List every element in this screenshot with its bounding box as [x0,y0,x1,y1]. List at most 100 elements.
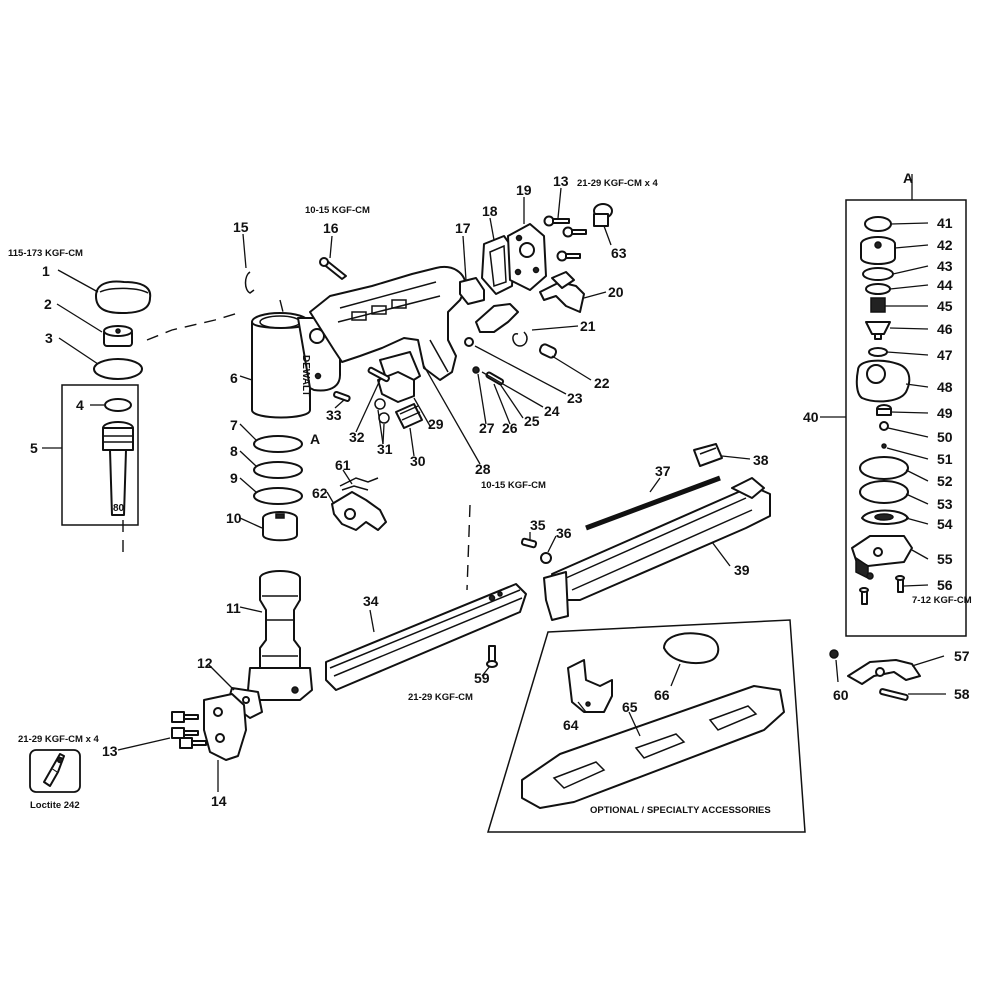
callout-21: 21 [580,318,596,334]
torque-note-part-28: 10-15 KGF-CM [481,480,546,491]
callout-42: 42 [937,237,953,253]
part-48-housing [855,359,911,403]
torque-note-part-16: 10-15 KGF-CM [305,205,370,216]
part-5-group-box [61,384,139,526]
callout-55: 55 [937,551,953,567]
callout-13-top: 13 [553,173,569,189]
part-64-bracket [567,659,613,713]
part-58-pin [879,688,909,701]
part-17-block [459,277,485,305]
part-47-oring [868,347,888,357]
part-43-oring [862,267,894,281]
callout-12: 12 [197,655,213,671]
torque-note-part-1: 115-173 KGF-CM [8,248,83,259]
callout-22: 22 [594,375,610,391]
callout-38: 38 [753,452,769,468]
callout-28: 28 [475,461,491,477]
detail-a-reference: A [310,431,320,447]
part-52-oring [859,456,909,480]
callout-62: 62 [312,485,328,501]
callout-14: 14 [211,793,227,809]
part-11-drive-guide [247,570,313,701]
part-8-oring [253,461,303,479]
part-18-gasket [481,235,515,295]
callout-65: 65 [622,699,638,715]
callout-47: 47 [937,347,953,363]
callout-37: 37 [655,463,671,479]
part-36-nut [540,552,552,564]
part-41-oring [864,216,892,232]
part-16-pin [319,257,347,280]
part-51-ball [881,443,887,449]
part-44-oring [865,283,891,295]
callout-36: 36 [556,525,572,541]
part-13-screws-top [543,215,587,262]
callout-9: 9 [230,470,238,486]
part-15-pin [244,271,255,294]
callout-20: 20 [608,284,624,300]
callout-30: 30 [410,453,426,469]
part-46-valve [865,321,891,340]
part-66-cap [663,632,720,665]
callout-24: 24 [544,403,560,419]
callout-66: 66 [654,687,670,703]
callout-19: 19 [516,182,532,198]
callout-34: 34 [363,593,379,609]
callout-45: 45 [937,298,953,314]
callout-60: 60 [833,687,849,703]
part-50-screw [879,421,889,431]
part-57-latch [847,659,921,685]
callout-11: 11 [226,600,241,616]
callout-23: 23 [567,390,583,406]
part-22-pin [538,343,558,359]
torque-note-part-13-bottom: 21-29 KGF-CM x 4 [18,734,99,745]
callout-8: 8 [230,443,238,459]
part-27-ball [472,366,480,374]
part-45-spring [870,297,886,313]
torque-note-part-56: 7-12 KGF-CM [912,595,972,606]
tool-brand: DEWALT [300,355,311,396]
part-13-screws-bottom [171,711,207,749]
callout-54: 54 [937,516,953,532]
part-49-bushing [876,404,892,416]
assembly-guides [122,299,471,591]
part-62-latch [331,491,387,531]
part-1-cap [95,280,152,314]
callout-48: 48 [937,379,953,395]
part-5-piston: 80 [102,421,134,516]
callout-40: 40 [803,409,819,425]
piston-mark: 80 [113,503,125,514]
part-55-cap [851,535,913,580]
torque-note-part-59: 21-29 KGF-CM [408,692,473,703]
callout-41: 41 [937,215,953,231]
part-35-pin [520,537,538,549]
callout-51: 51 [937,451,953,467]
part-59-screw [486,645,498,668]
callout-25: 25 [524,413,540,429]
callout-44: 44 [937,277,953,293]
part-42-head [860,236,896,265]
callout-1: 1 [42,263,50,279]
part-38-clip [693,443,723,467]
part-63-plug [593,203,613,227]
loctite-icon [29,749,81,793]
callout-32: 32 [349,429,365,445]
part-7-oring [253,435,303,453]
part-3-oring [93,358,143,380]
callout-29: 29 [428,416,444,432]
accessories-title: OPTIONAL / SPECIALTY ACCESSORIES [590,805,771,816]
part-56-screws [859,575,905,605]
callout-46: 46 [937,321,953,337]
part-9-oring [253,487,303,505]
part-20-trigger [539,271,585,313]
callout-6: 6 [230,370,238,386]
callout-53: 53 [937,496,953,512]
part-34-channel [325,583,527,691]
callout-15: 15 [233,219,249,235]
part-19-cap [507,223,547,291]
callout-3: 3 [45,330,53,346]
part-60-ball [829,649,839,659]
part-32-pin [367,366,390,383]
loctite-label: Loctite 242 [30,800,80,811]
callout-27: 27 [479,420,495,436]
